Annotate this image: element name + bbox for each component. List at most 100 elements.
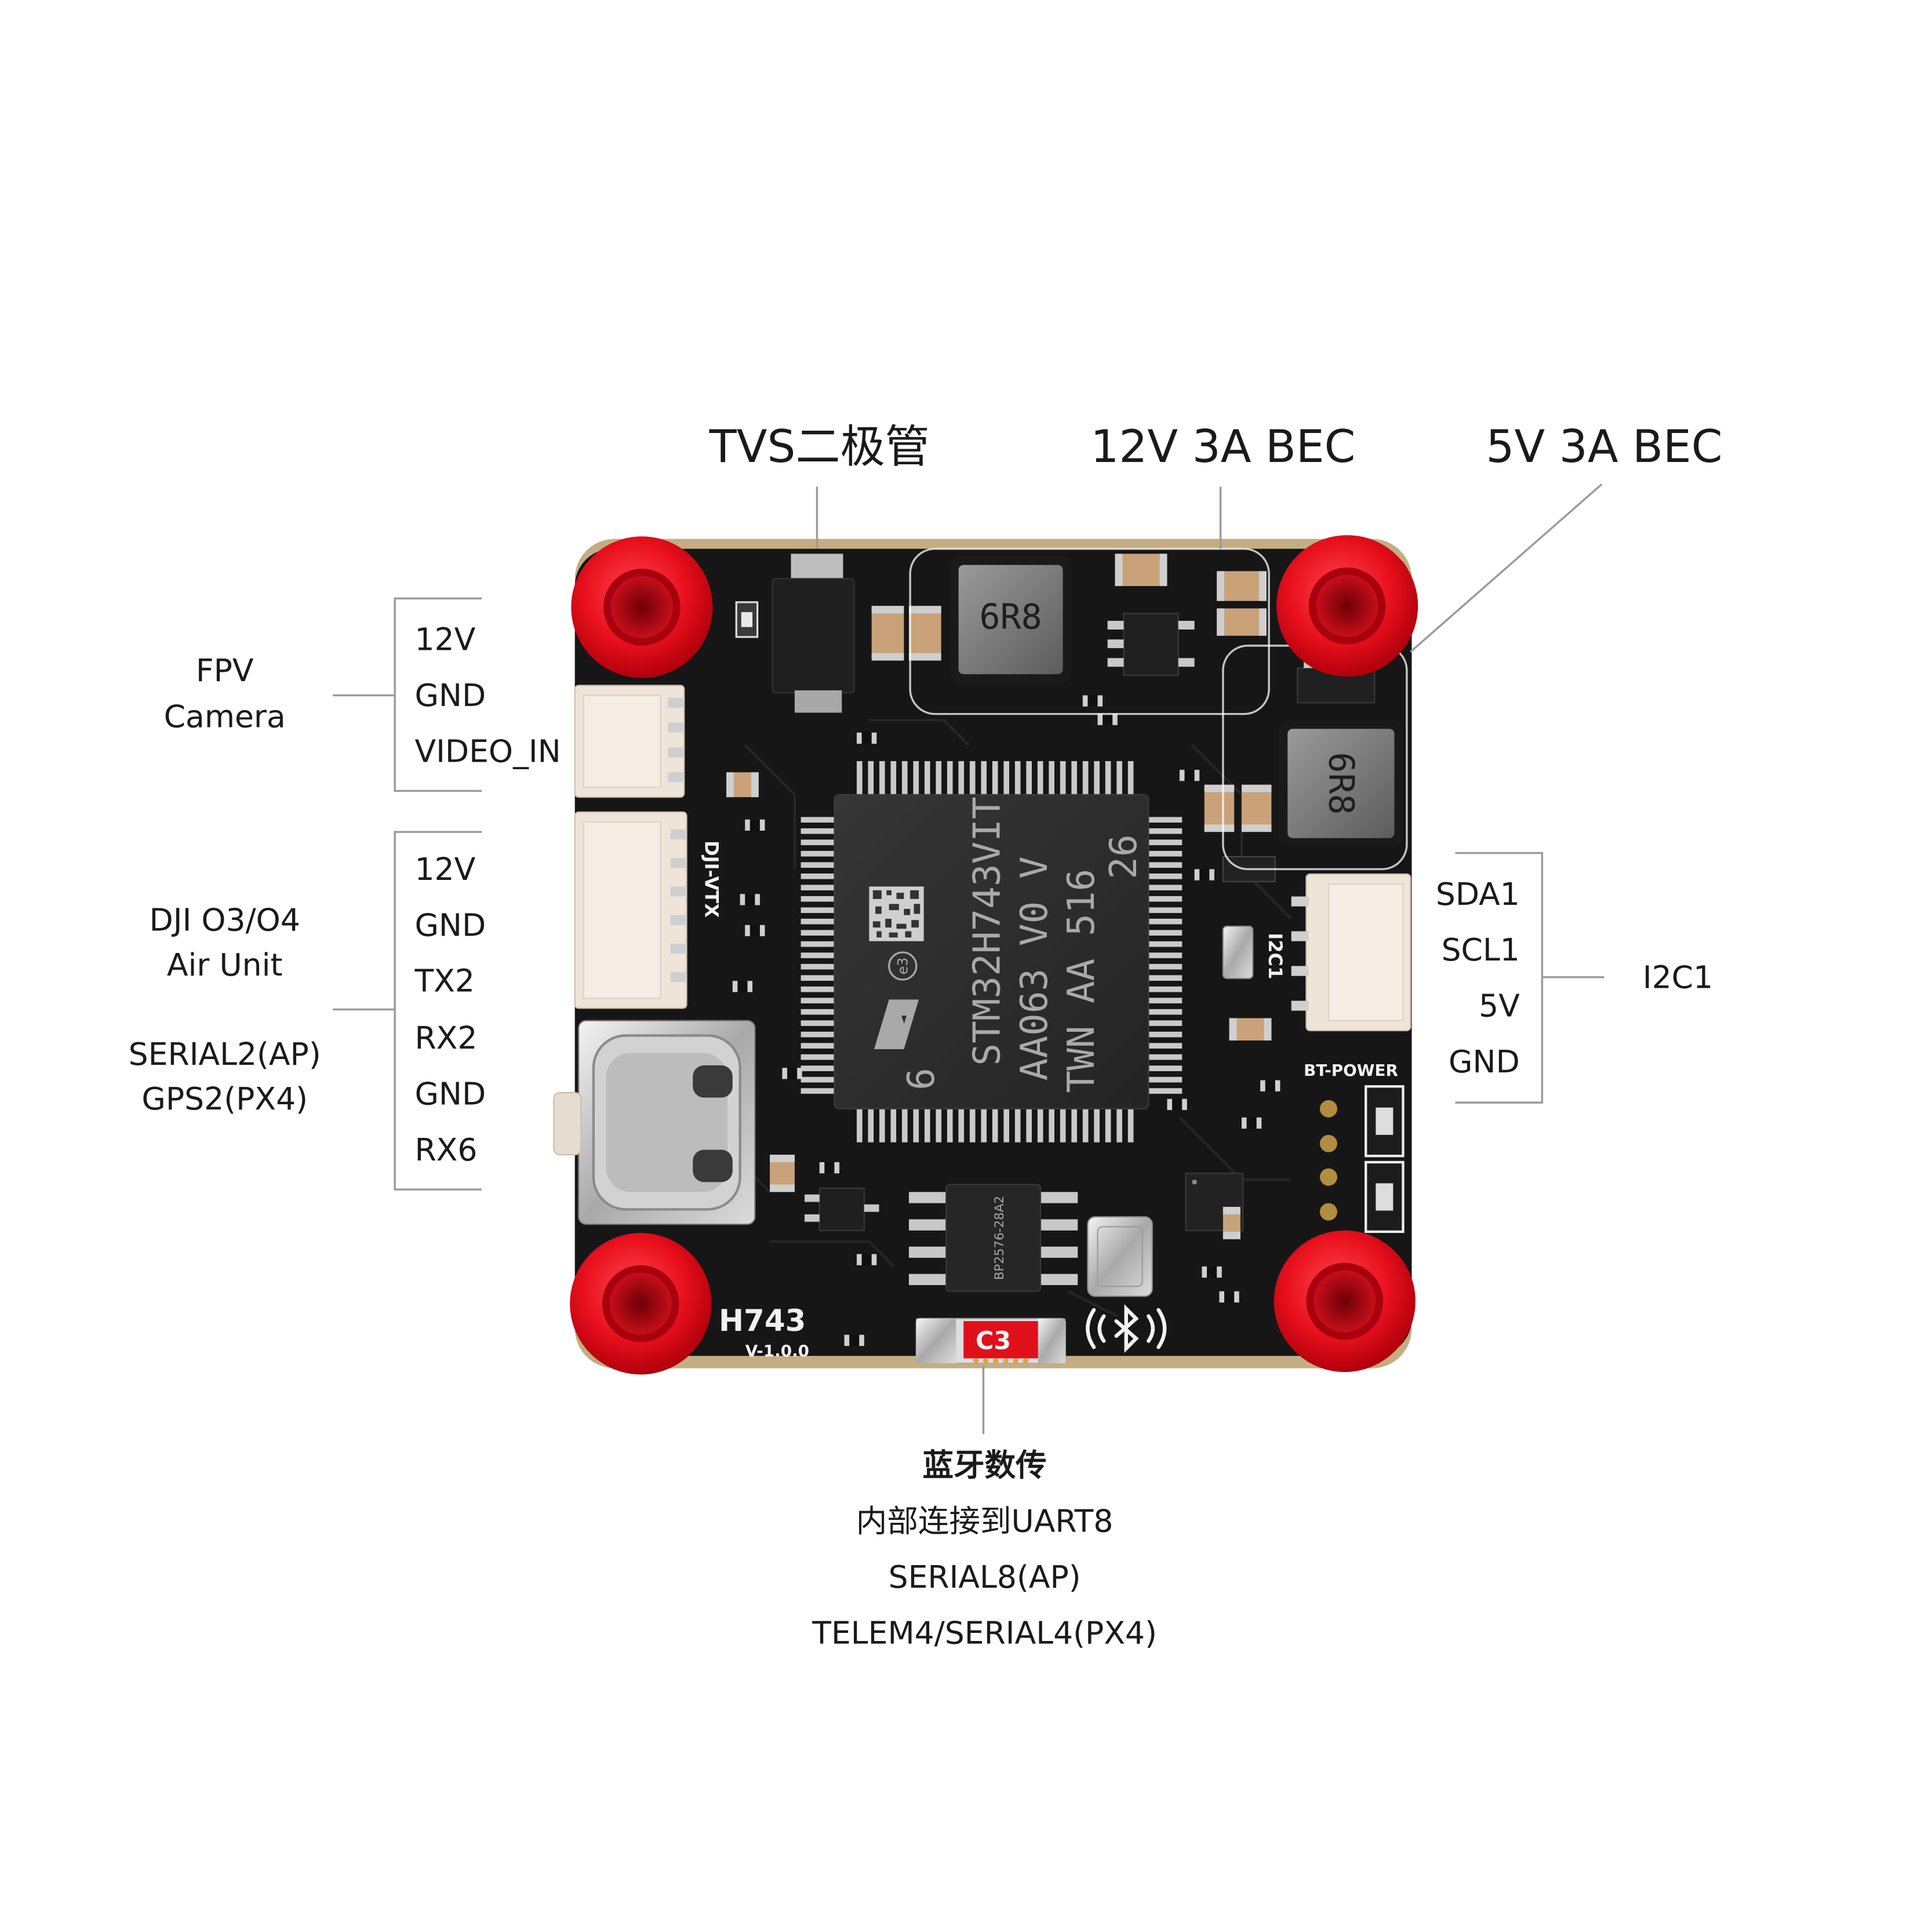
mcu-pin <box>801 1088 836 1094</box>
resistor-terminal <box>1209 869 1214 881</box>
resistor-terminal <box>857 732 862 744</box>
resistor-terminal <box>871 732 877 744</box>
mcu-pin <box>1105 1107 1111 1143</box>
mcu-pin <box>901 1107 908 1143</box>
capacitor-terminal <box>1242 824 1272 832</box>
mcu-pin <box>1147 918 1183 925</box>
dji-serial-line2: GPS2(PX4) <box>141 1080 308 1117</box>
mcu-pin <box>1071 761 1077 796</box>
capacitor <box>1204 784 1235 832</box>
i2c1-pin-1: SDA1 <box>1436 876 1520 912</box>
capacitor-terminal <box>871 606 904 614</box>
fpv-title-line2: Camera <box>164 698 286 734</box>
capacitor-terminal <box>1222 1207 1240 1214</box>
mcu-marking-line1: STM32H743VIT <box>965 796 1009 1065</box>
capacitor-terminal <box>1264 1018 1272 1041</box>
mcu-pin <box>1147 873 1183 879</box>
mcu-pin <box>1060 761 1066 796</box>
resistor-terminal <box>1219 1291 1225 1302</box>
fpv-camera-callout: FPV Camera 12V GND VIDEO_IN <box>164 597 561 792</box>
mcu-pin <box>801 998 836 1003</box>
i2c1-title: I2C1 <box>1643 959 1713 995</box>
mcu-pin <box>936 1107 942 1143</box>
resistor-terminal <box>740 894 745 905</box>
mcu-marking-date: 26 <box>1102 834 1145 879</box>
mcu-pin <box>1147 1088 1183 1094</box>
i2c1-pin-4: GND <box>1449 1043 1520 1080</box>
mcu-pin <box>890 1107 897 1143</box>
dji-title-line1: DJI O3/O4 <box>150 902 300 938</box>
dji-pin-4: RX2 <box>414 1020 477 1056</box>
mcu-pin <box>1082 761 1089 796</box>
inductor-12v: 6R8 <box>949 556 1072 683</box>
mcu-pin <box>1147 952 1183 959</box>
bt-module-label: C3 <box>976 1326 1011 1355</box>
mcu-pin <box>958 1107 965 1143</box>
passive-components <box>726 554 1280 1346</box>
i2c1-callout: I2C1 SDA1 SCL1 5V GND <box>1436 852 1713 1104</box>
resistor-terminal <box>1217 1266 1222 1278</box>
inductor-12v-marking: 6R8 <box>979 597 1042 638</box>
mcu-pin <box>947 761 953 796</box>
mcu-pin <box>924 1107 930 1143</box>
mcu-pin <box>801 817 836 823</box>
side-button <box>553 1091 582 1156</box>
capacitor-terminal <box>751 772 759 798</box>
mcu-pin <box>801 1009 836 1015</box>
mcu-pin <box>801 1020 836 1026</box>
mcu-pin <box>1147 1054 1183 1060</box>
mcu-pin <box>801 1031 836 1038</box>
resistor-terminal <box>745 925 750 937</box>
capacitor-terminal <box>871 653 904 661</box>
mcu-pin <box>901 761 908 796</box>
mcu-pin <box>1147 941 1183 947</box>
bluetooth-module: C3 <box>915 1318 1066 1365</box>
capacitor-terminal <box>908 606 941 614</box>
callout-tvs-diode: TVS二极管 <box>709 421 930 473</box>
capacitor-terminal <box>1242 784 1272 792</box>
silk-bt-power: BT-POWER <box>1304 1061 1398 1080</box>
mcu-pin <box>1094 761 1100 796</box>
fpv-pin-3: VIDEO_IN <box>414 733 561 769</box>
mcu-pin <box>801 986 836 992</box>
capacitor-terminal <box>1204 824 1235 832</box>
bluetooth-line2: 内部连接到UART8 <box>856 1502 1114 1539</box>
bluetooth-callout: 蓝牙数传 内部连接到UART8 SERIAL8(AP) TELEM4/SERIA… <box>812 1366 1157 1651</box>
mcu-pin <box>801 952 836 959</box>
mcu-pin <box>801 918 836 925</box>
mcu-pin <box>1147 975 1183 981</box>
resistor-terminal <box>1242 1117 1247 1129</box>
mcu-pin <box>801 828 836 834</box>
capacitor-terminal <box>1259 608 1267 636</box>
resistor-terminal <box>1097 714 1103 725</box>
resistor-terminal <box>1194 770 1200 781</box>
mcu-pin <box>1147 1065 1183 1071</box>
resistor-terminal <box>1179 770 1185 781</box>
mcu-pin <box>801 1076 836 1083</box>
resistor-terminal <box>1202 1266 1207 1278</box>
mcu-pin <box>1105 761 1111 796</box>
resistor-terminal <box>1234 1291 1239 1302</box>
capacitor <box>1242 784 1272 832</box>
inductor-5v-marking: 6R8 <box>1320 752 1361 814</box>
resistor-terminal <box>1260 1080 1265 1091</box>
capacitor-terminal <box>1222 1231 1240 1239</box>
status-led <box>735 601 759 638</box>
led-bt-status <box>1365 1160 1405 1234</box>
resistor-terminal <box>1256 1117 1262 1129</box>
bluetooth-line4: TELEM4/SERIAL4(PX4) <box>812 1614 1157 1651</box>
capacitor-terminal <box>1217 608 1225 636</box>
dji-pin-2: GND <box>414 907 486 943</box>
resistor-terminal <box>759 819 765 831</box>
silk-dji-vtx: DJI-VTX <box>700 841 722 918</box>
mcu-pin <box>868 1107 874 1143</box>
mcu-pin <box>981 761 987 796</box>
mcu-pin <box>801 896 836 902</box>
i2c1-pin-3: 5V <box>1479 988 1520 1024</box>
video-in-connector <box>574 685 685 798</box>
fpv-pin-1: 12V <box>414 621 475 658</box>
mcu-pin <box>1147 1009 1183 1015</box>
mcu-pin <box>1147 850 1183 857</box>
leader-5v-bec <box>1410 483 1603 653</box>
board-model: H743 <box>719 1304 806 1338</box>
